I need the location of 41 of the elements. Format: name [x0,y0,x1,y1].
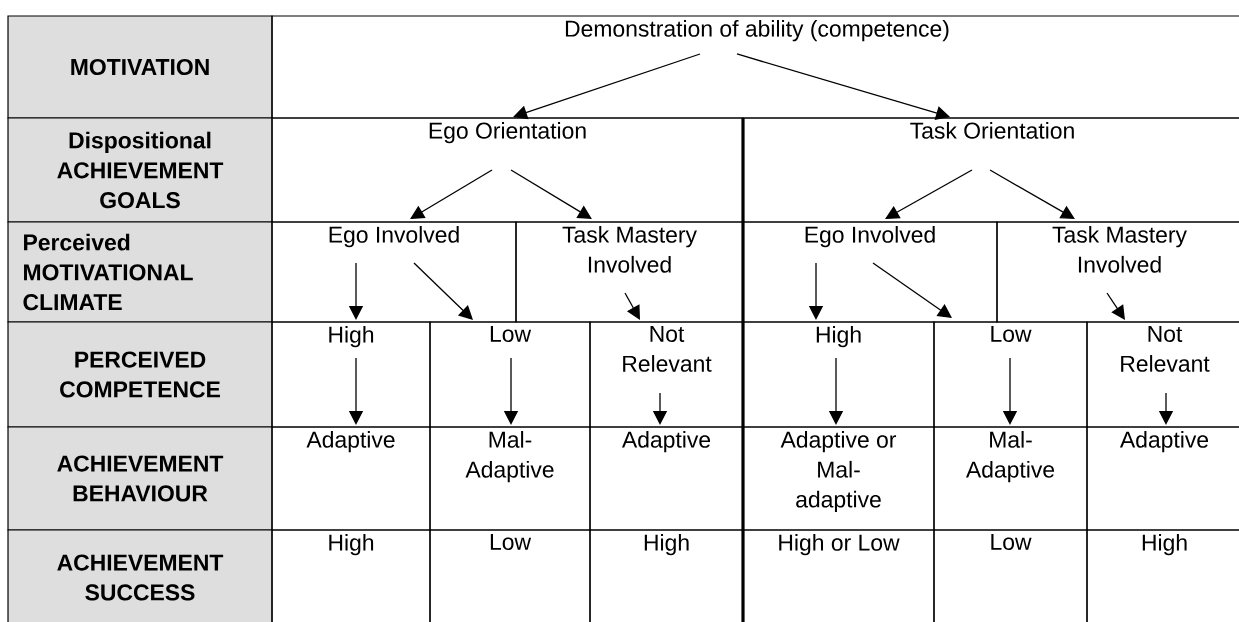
arrow [736,53,950,120]
row-header: PERCEIVED COMPETENCE [7,321,273,428]
row-header: MOTIVATION [7,15,273,119]
table-cell: Mal- Adaptive [429,426,591,531]
arrow [989,169,1075,219]
table-cell: Adaptive [589,426,744,531]
table-cell: Task Mastery Involved [996,221,1239,323]
table-cell: Not Relevant [1086,321,1239,428]
row-header: Dispositional ACHIEVEMENT GOALS [7,117,273,223]
table-cell: High [589,529,744,622]
arrow [513,53,701,120]
table-cell: Low [429,321,591,428]
table-cell: Adaptive [271,426,431,531]
arrow [510,169,592,219]
row-header: ACHIEVEMENT BEHAVIOUR [7,426,273,531]
table-cell: Low [429,529,591,622]
table-cell: Adaptive [1086,426,1239,531]
arrow [885,169,973,219]
table-cell: Demonstration of ability (competence) [271,15,1239,119]
table-cell: Adaptive or Mal- adaptive [742,426,935,531]
table-cell: Task Orientation [742,117,1239,223]
table-cell: High [742,321,935,428]
table-cell: Low [933,529,1088,622]
table-cell: High [271,529,431,622]
arrow [872,262,952,318]
arrow [413,262,473,320]
table-cell: Not Relevant [589,321,744,428]
table-cell: Mal- Adaptive [933,426,1088,531]
table-cell: Task Mastery Involved [515,221,744,323]
arrow [410,169,493,219]
arrow [1106,292,1125,320]
table-cell: Low [933,321,1088,428]
table-cell: High or Low [742,529,935,622]
row-header: ACHIEVEMENT SUCCESS [7,529,273,622]
table-cell: Ego Orientation [271,117,744,223]
arrow [624,292,640,320]
row-header: Perceived MOTIVATIONAL CLIMATE [7,221,273,323]
table-cell: High [271,321,431,428]
table-cell: High [1086,529,1239,622]
table-cell: Ego Involved [271,221,517,323]
table-cell: Ego Involved [742,221,998,323]
